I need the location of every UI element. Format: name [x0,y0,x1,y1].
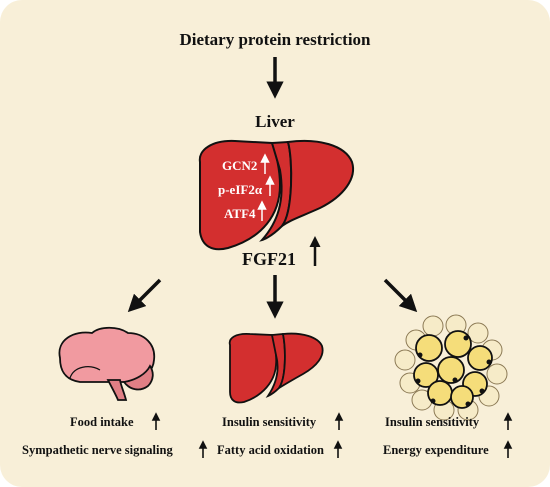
gcn2-label: GCN2 [222,158,258,173]
liver-marker-up-arrows [257,153,275,221]
liver-label: Liver [255,112,295,131]
arrow-to-brain [127,278,162,313]
brain-effect-food-intake: Food intake [70,415,134,429]
fat-effect-insulin: Insulin sensitivity [385,415,480,429]
fat-cell-nuclei [415,335,492,407]
fatty-acid-up-arrow-icon [333,440,343,458]
sympathetic-up-arrow-icon [198,440,208,458]
liver-icon [228,332,324,404]
fat-insulin-up-arrow-icon [503,412,513,430]
fat-effect-energy: Energy expenditure [383,443,489,457]
food-intake-up-arrow-icon [151,412,161,430]
diagram-title: Dietary protein restriction [179,30,371,49]
brain-icon [58,326,156,401]
adipocytes-icon [394,314,508,421]
fgf21-label: FGF21 [242,249,296,269]
liver-illustration [198,139,355,251]
effect-up-arrows [151,412,513,458]
atf4-label: ATF4 [224,206,256,221]
fgf21-up-arrow-icon [309,236,321,266]
brain-effect-sympathetic: Sympathetic nerve signaling [22,443,173,457]
arrow-to-adipose [383,278,418,313]
liver-effect-insulin: Insulin sensitivity [222,415,317,429]
peif2a-label: p-eIF2α [218,182,263,197]
energy-up-arrow-icon [503,440,513,458]
liver-effect-fatty-acid: Fatty acid oxidation [217,443,324,457]
liver-insulin-up-arrow-icon [334,412,344,430]
